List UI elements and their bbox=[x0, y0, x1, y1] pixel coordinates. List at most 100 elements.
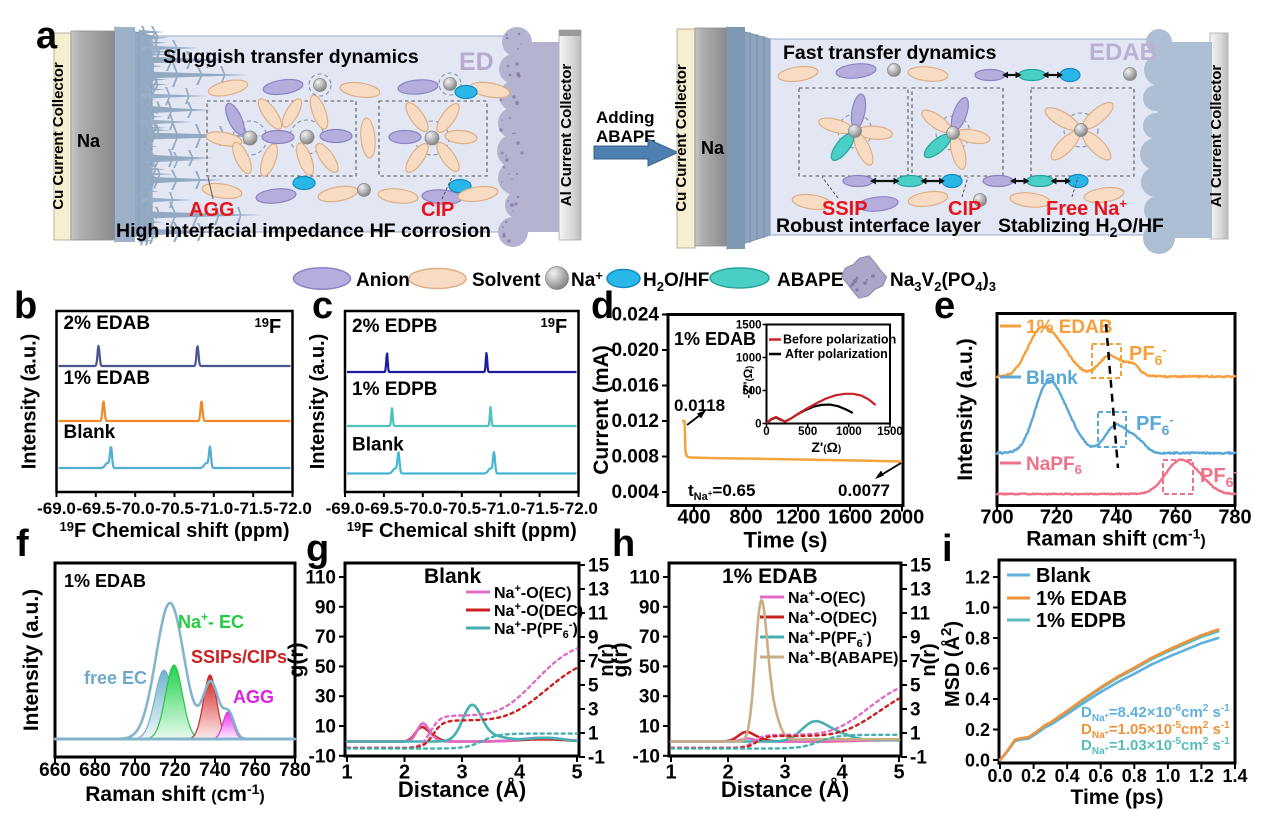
svg-text:0.0118: 0.0118 bbox=[674, 396, 725, 415]
svg-text:-70.5: -70.5 bbox=[155, 499, 194, 518]
svg-text:700: 700 bbox=[980, 507, 1013, 529]
svg-text:800: 800 bbox=[729, 507, 762, 529]
svg-text:0.6: 0.6 bbox=[1088, 766, 1113, 786]
svg-text:720: 720 bbox=[159, 760, 191, 781]
svg-text:-71.0: -71.0 bbox=[194, 499, 233, 518]
svg-text:1500: 1500 bbox=[877, 426, 903, 438]
svg-text:b: b bbox=[14, 285, 37, 327]
svg-text:1.4: 1.4 bbox=[1222, 766, 1247, 786]
svg-text:780: 780 bbox=[1218, 507, 1251, 529]
svg-text:2% EDPB: 2% EDPB bbox=[352, 316, 438, 337]
svg-text:0.2: 0.2 bbox=[965, 720, 990, 740]
svg-text:g: g bbox=[306, 528, 329, 570]
svg-text:-70.5: -70.5 bbox=[442, 499, 481, 518]
svg-text:0.008: 0.008 bbox=[611, 447, 659, 468]
svg-text:Al Current Collector: Al Current Collector bbox=[1208, 65, 1225, 208]
svg-text:Raman shift (cm-1): Raman shift (cm-1) bbox=[85, 781, 265, 806]
svg-text:DNa+=1.03×10-5cm2 s-1: DNa+=1.03×10-5cm2 s-1 bbox=[1081, 736, 1230, 757]
svg-text:1% EDAB: 1% EDAB bbox=[64, 368, 151, 389]
svg-text:70: 70 bbox=[639, 627, 660, 648]
svg-text:Blank: Blank bbox=[424, 565, 482, 588]
svg-text:3: 3 bbox=[779, 762, 790, 784]
svg-text:ED: ED bbox=[459, 48, 494, 76]
svg-text:ABAPE: ABAPE bbox=[777, 270, 844, 291]
svg-text:5: 5 bbox=[588, 676, 599, 697]
svg-text:660: 660 bbox=[39, 760, 71, 781]
svg-text:-Z"(Ω): -Z"(Ω) bbox=[741, 366, 755, 399]
svg-text:Na+-B(ABAPE): Na+-B(ABAPE) bbox=[788, 648, 898, 667]
svg-text:0.020: 0.020 bbox=[611, 340, 659, 361]
svg-text:Na: Na bbox=[77, 131, 101, 151]
svg-text:Na+-O(EC): Na+-O(EC) bbox=[494, 583, 572, 602]
svg-text:Stablizing H2O/HF: Stablizing H2O/HF bbox=[998, 215, 1164, 240]
svg-text:NaPF6: NaPF6 bbox=[1026, 454, 1082, 477]
svg-text:760: 760 bbox=[239, 760, 271, 781]
svg-text:AGG: AGG bbox=[189, 199, 235, 221]
svg-text:AGG: AGG bbox=[233, 687, 274, 707]
svg-text:1% EDAB: 1% EDAB bbox=[64, 571, 146, 591]
svg-text:15: 15 bbox=[588, 556, 610, 577]
svg-text:500: 500 bbox=[742, 386, 761, 398]
svg-text:780: 780 bbox=[279, 760, 311, 781]
svg-text:e: e bbox=[934, 285, 955, 327]
svg-text:110: 110 bbox=[305, 568, 336, 589]
svg-text:Intensity (a.u.): Intensity (a.u.) bbox=[20, 589, 43, 731]
svg-text:-72.0: -72.0 bbox=[273, 499, 312, 518]
svg-text:High interfacial impedance HF: High interfacial impedance HF corrosion bbox=[116, 220, 491, 242]
svg-text:5: 5 bbox=[571, 762, 582, 784]
svg-text:1% EDPB: 1% EDPB bbox=[1036, 610, 1126, 632]
svg-text:680: 680 bbox=[79, 760, 111, 781]
svg-text:1: 1 bbox=[588, 724, 599, 745]
svg-text:-70.0: -70.0 bbox=[403, 499, 442, 518]
svg-text:-71.0: -71.0 bbox=[481, 499, 520, 518]
svg-text:Raman shift (cm-1): Raman shift (cm-1) bbox=[1026, 526, 1206, 551]
svg-text:4: 4 bbox=[514, 762, 526, 784]
svg-text:Time (ps): Time (ps) bbox=[1071, 786, 1164, 809]
svg-text:4: 4 bbox=[836, 762, 848, 784]
svg-text:i: i bbox=[942, 528, 953, 570]
svg-text:0.4: 0.4 bbox=[1055, 766, 1080, 786]
svg-text:1: 1 bbox=[910, 724, 921, 745]
svg-text:0.004: 0.004 bbox=[611, 482, 659, 503]
svg-text:1000: 1000 bbox=[736, 353, 762, 365]
svg-text:0.2: 0.2 bbox=[1021, 766, 1046, 786]
svg-text:15: 15 bbox=[910, 556, 932, 577]
svg-text:110: 110 bbox=[629, 568, 660, 589]
svg-text:Na+-O(EC): Na+-O(EC) bbox=[788, 588, 866, 607]
svg-text:Na+- EC: Na+- EC bbox=[178, 610, 244, 632]
svg-text:H2O/HF: H2O/HF bbox=[643, 270, 709, 294]
svg-text:Intensity (a.u.): Intensity (a.u.) bbox=[954, 338, 977, 480]
svg-text:c: c bbox=[312, 285, 333, 327]
svg-text:2% EDAB: 2% EDAB bbox=[64, 313, 151, 334]
svg-text:Free Na+: Free Na+ bbox=[1046, 196, 1127, 220]
svg-text:13: 13 bbox=[910, 580, 931, 601]
svg-text:SSIP: SSIP bbox=[822, 198, 868, 220]
svg-text:5: 5 bbox=[893, 762, 904, 784]
svg-text:After polarization: After polarization bbox=[785, 347, 888, 361]
svg-text:90: 90 bbox=[315, 597, 336, 618]
svg-text:Before polarization: Before polarization bbox=[783, 333, 896, 347]
svg-text:a: a bbox=[36, 15, 58, 57]
svg-text:19F: 19F bbox=[541, 315, 568, 338]
svg-text:ABAPE: ABAPE bbox=[596, 127, 656, 146]
svg-text:700: 700 bbox=[119, 760, 151, 781]
svg-text:Blank: Blank bbox=[1026, 368, 1078, 389]
svg-text:400: 400 bbox=[677, 507, 710, 529]
svg-text:n(r): n(r) bbox=[596, 643, 618, 676]
svg-text:3: 3 bbox=[456, 762, 467, 784]
svg-text:1200: 1200 bbox=[776, 507, 821, 529]
svg-text:10: 10 bbox=[639, 717, 660, 738]
svg-text:0.024: 0.024 bbox=[611, 305, 659, 326]
svg-text:Adding: Adding bbox=[596, 108, 655, 127]
svg-text:1% EDAB: 1% EDAB bbox=[722, 565, 818, 588]
svg-text:f: f bbox=[16, 523, 29, 565]
svg-text:Cu Current Collector: Cu Current Collector bbox=[673, 64, 690, 212]
svg-text:-70.0: -70.0 bbox=[116, 499, 155, 518]
svg-text:Sluggish transfer dynamics: Sluggish transfer dynamics bbox=[163, 46, 419, 68]
svg-text:n(r): n(r) bbox=[918, 643, 940, 676]
svg-text:1% EDAB: 1% EDAB bbox=[1026, 317, 1113, 338]
svg-text:DNa+=8.42×10-6cm2 s-1: DNa+=8.42×10-6cm2 s-1 bbox=[1081, 703, 1230, 724]
svg-text:Blank: Blank bbox=[1036, 565, 1091, 587]
svg-text:1: 1 bbox=[341, 762, 352, 784]
svg-text:Distance (Å): Distance (Å) bbox=[721, 776, 849, 802]
